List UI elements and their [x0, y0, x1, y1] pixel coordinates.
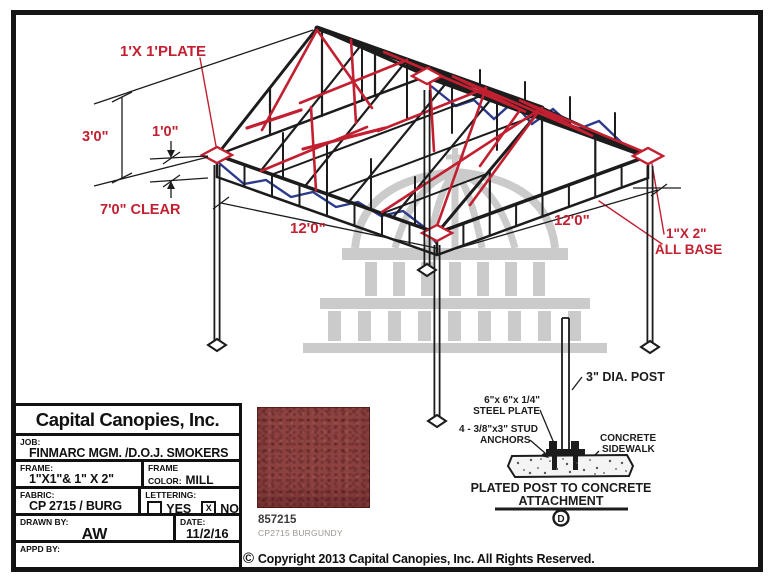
steel-plate-label-line1: 6"x 6"x 1/4"	[484, 395, 540, 406]
drawn-by-value: AW	[81, 526, 108, 543]
copyright-line: © Copyright 2013 Capital Canopies, Inc. …	[243, 550, 595, 567]
sidewalk-label-line2: SIDEWALK	[602, 444, 656, 455]
copyright-icon: ©	[243, 550, 254, 567]
fabric-label: FABRIC:	[20, 490, 55, 500]
bay-right-dimension: 12'0"	[554, 212, 590, 229]
lettering-yes-checkbox	[147, 501, 163, 516]
rise-dimension: 3'0"	[82, 129, 108, 145]
base-annotation-line2: ALL BASE	[655, 242, 722, 257]
date-value: 11/2/16	[186, 526, 229, 541]
corner-plates	[199, 66, 666, 243]
company-name: Capital Canopies, Inc.	[16, 406, 239, 436]
job-row: JOB: FINMARC MGM. /D.O.J. SMOKERS	[16, 436, 239, 462]
lettering-yes-label: YES	[166, 501, 192, 516]
clearance-dimension: 7'0" CLEAR	[100, 202, 181, 218]
title-block: Capital Canopies, Inc. JOB: FINMARC MGM.…	[13, 403, 242, 570]
page-border	[11, 10, 763, 572]
post-diameter-label: 3" DIA. POST	[586, 370, 665, 384]
frame-value: 1"X1"& 1" X 2"	[29, 472, 114, 486]
dimension-arrowheads	[167, 150, 175, 189]
lettering-no-checkbox: X	[201, 501, 217, 516]
anchor-bolts	[540, 441, 585, 470]
steel-plate-label-line2: STEEL PLATE	[473, 406, 540, 417]
post-attachment-detail: 3" DIA. POST 6"x 6"x 1/4" STEEL PLATE 4 …	[459, 317, 665, 527]
stud-anchors-label-line2: ANCHORS	[480, 435, 531, 446]
frame-row: FRAME: 1"X1"& 1" X 2" FRAME COLOR: MILL	[16, 462, 239, 489]
dimension-lines	[93, 29, 681, 250]
appd-by-row: APPD BY:	[16, 543, 239, 567]
detail-title-line1: PLATED POST TO CONCRETE	[471, 481, 652, 495]
fabric-swatch-code: 857215	[258, 514, 297, 526]
capitol-watermark-icon	[303, 148, 607, 353]
fabric-row: FABRIC: CP 2715 / BURG LETTERING: YES X …	[16, 489, 239, 516]
lettering-label: LETTERING:	[145, 490, 197, 500]
frame-label: FRAME:	[20, 463, 54, 473]
stud-anchors-label-line1: 4 - 3/8"x3" STUD	[459, 424, 538, 435]
drawn-by-row: DRAWN BY: AW DATE: 11/2/16	[16, 516, 239, 543]
copyright-text: Copyright 2013 Capital Canopies, Inc. Al…	[257, 552, 595, 566]
appd-by-label: APPD BY:	[20, 544, 60, 554]
fabric-value: CP 2715 / BURG	[29, 499, 122, 513]
job-label: JOB:	[20, 437, 41, 447]
sidewalk-label-line1: CONCRETE	[600, 433, 656, 444]
plate-annotation: 1'X 1'PLATE	[120, 43, 206, 60]
frame-color-label2: COLOR:	[148, 476, 182, 486]
base-annotation-line1: 1"X 2"	[666, 226, 707, 241]
frame-color-label: FRAME	[148, 463, 179, 473]
frame-color-value: MILL	[185, 473, 214, 487]
concrete-speckle	[516, 458, 627, 475]
detail-title-line2: ATTACHMENT	[519, 494, 604, 508]
bay-left-dimension: 12'0"	[290, 220, 326, 237]
drawn-by-label: DRAWN BY:	[20, 517, 69, 527]
lettering-no-label: NO	[220, 501, 239, 516]
detail-mark: D	[557, 514, 564, 525]
truss-depth-dimension: 1'0"	[152, 124, 178, 140]
cable-lines	[218, 85, 647, 245]
fabric-swatch-name: CP2715 BURGUNDY	[258, 528, 343, 538]
date-label: DATE:	[180, 517, 206, 527]
canopy-posts	[206, 90, 661, 429]
fabric-swatch	[257, 407, 370, 508]
job-value: FINMARC MGM. /D.O.J. SMOKERS	[29, 446, 229, 460]
